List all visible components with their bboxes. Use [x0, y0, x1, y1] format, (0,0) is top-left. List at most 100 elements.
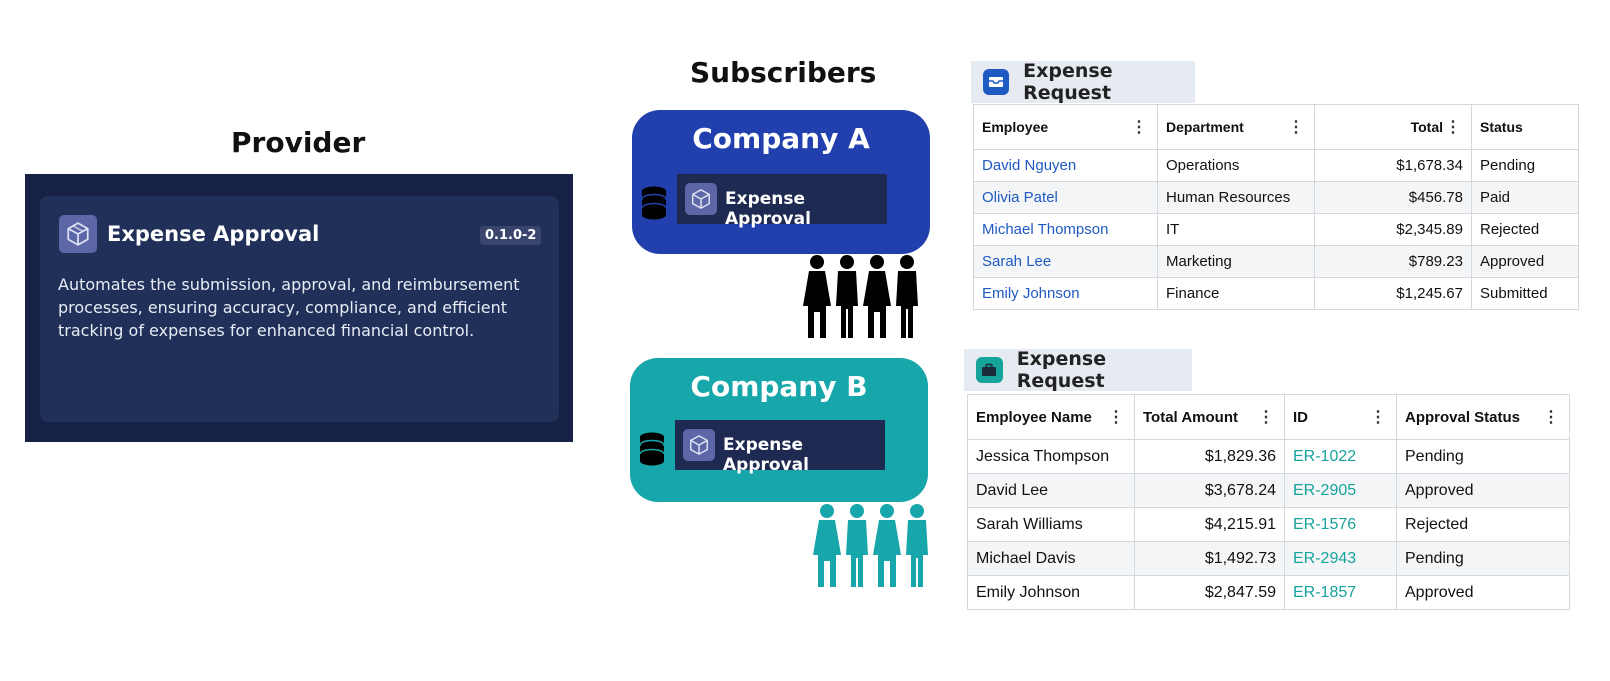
table-cell: $1,492.73: [1134, 541, 1285, 576]
table-row: Sarah Williams $4,215.91 ER-1576 Rejecte…: [967, 507, 1570, 542]
app-chip-label: Expense Approval: [723, 435, 809, 475]
table-row: Michael Thompson IT $2,345.89 Rejected: [973, 213, 1579, 246]
column-header-id[interactable]: ID ⋮: [1284, 394, 1397, 440]
briefcase-icon: [976, 357, 1003, 383]
table-cell: Rejected: [1396, 507, 1570, 542]
id-link[interactable]: ER-2943: [1284, 541, 1397, 576]
column-label: Approval Status: [1405, 408, 1521, 426]
expense-table-a: Employee⋮ Department⋮ Total⋮ Status Davi…: [973, 104, 1579, 310]
app-title: Expense Approval: [107, 222, 320, 246]
table-cell: Pending: [1396, 439, 1570, 474]
company-a-card: Company A Expense Approval: [632, 110, 930, 254]
app-description: Automates the submission, approval, and …: [58, 275, 520, 340]
cube-icon: [685, 183, 717, 215]
employee-link[interactable]: Emily Johnson: [973, 277, 1158, 310]
table-a-header: Expense Request: [971, 60, 1195, 104]
table-cell: Approved: [1471, 245, 1579, 278]
column-label: ID: [1293, 408, 1308, 426]
table-cell: $456.78: [1314, 181, 1472, 214]
table-cell: Michael Davis: [967, 541, 1135, 576]
table-title: Expense Request: [1023, 60, 1113, 104]
column-menu-icon[interactable]: ⋮: [1131, 119, 1147, 136]
table-cell: Approved: [1396, 473, 1570, 508]
expense-table-b: Employee Name ⋮ Total Amount ⋮ ID ⋮ Approva…: [967, 394, 1570, 610]
table-b-header: Expense Request: [964, 348, 1192, 392]
id-link[interactable]: ER-1022: [1284, 439, 1397, 474]
subscribers-heading: Subscribers: [690, 56, 877, 89]
company-name: Company A: [692, 122, 870, 155]
provider-heading: Provider: [231, 126, 366, 159]
inbox-icon: [983, 69, 1010, 95]
table-cell: Paid: [1471, 181, 1579, 214]
table-cell: Human Resources: [1157, 181, 1315, 214]
database-icon: [639, 432, 665, 470]
employee-link[interactable]: David Nguyen: [973, 149, 1158, 182]
table-cell: $1,678.34: [1314, 149, 1472, 182]
column-header-total-amount[interactable]: Total Amount ⋮: [1134, 394, 1285, 440]
id-link[interactable]: ER-2905: [1284, 473, 1397, 508]
id-link[interactable]: ER-1857: [1284, 575, 1397, 610]
column-header-status[interactable]: Status: [1471, 104, 1579, 150]
people-group-icon: [813, 504, 928, 587]
employee-link[interactable]: Olivia Patel: [973, 181, 1158, 214]
table-row: Jessica Thompson $1,829.36 ER-1022 Pendi…: [967, 439, 1570, 474]
table-row: Michael Davis $1,492.73 ER-2943 Pending: [967, 541, 1570, 576]
table-row: Olivia Patel Human Resources $456.78 Pai…: [973, 181, 1579, 214]
table-cell: Jessica Thompson: [967, 439, 1135, 474]
column-label: Employee Name: [976, 408, 1092, 426]
app-chip-label: Expense Approval: [725, 189, 811, 229]
table-row: David Nguyen Operations $1,678.34 Pendin…: [973, 149, 1579, 182]
id-link[interactable]: ER-1576: [1284, 507, 1397, 542]
table-cell: $1,245.67: [1314, 277, 1472, 310]
column-header-employee-name[interactable]: Employee Name ⋮: [967, 394, 1135, 440]
table-cell: Finance: [1157, 277, 1315, 310]
table-cell: $4,215.91: [1134, 507, 1285, 542]
table-row: Emily Johnson Finance $1,245.67 Submitte…: [973, 277, 1579, 310]
table-cell: $1,829.36: [1134, 439, 1285, 474]
table-cell: $789.23: [1314, 245, 1472, 278]
column-menu-icon[interactable]: ⋮: [1445, 119, 1461, 136]
table-cell: Pending: [1396, 541, 1570, 576]
table-cell: $2,345.89: [1314, 213, 1472, 246]
company-name: Company B: [690, 370, 868, 403]
table-cell: IT: [1157, 213, 1315, 246]
column-label: Employee: [982, 119, 1049, 135]
column-menu-icon[interactable]: ⋮: [1258, 409, 1274, 426]
table-cell: Operations: [1157, 149, 1315, 182]
employee-link[interactable]: Sarah Lee: [973, 245, 1158, 278]
app-chip[interactable]: Expense Approval: [677, 174, 887, 229]
table-cell: Marketing: [1157, 245, 1315, 278]
table-cell: Rejected: [1471, 213, 1579, 246]
employee-link[interactable]: Michael Thompson: [973, 213, 1158, 246]
column-menu-icon[interactable]: ⋮: [1543, 409, 1559, 426]
cube-icon: [683, 429, 715, 461]
table-row: Sarah Lee Marketing $789.23 Approved: [973, 245, 1579, 278]
app-chip[interactable]: Expense Approval: [675, 420, 885, 475]
table-cell: Emily Johnson: [967, 575, 1135, 610]
table-cell: Approved: [1396, 575, 1570, 610]
column-header-total[interactable]: Total⋮: [1314, 104, 1472, 150]
app-card[interactable]: Expense Approval 0.1.0-2 Automates the s…: [40, 196, 559, 422]
table-title: Expense Request: [1016, 348, 1107, 392]
column-label: Total Amount: [1143, 408, 1238, 426]
column-menu-icon[interactable]: ⋮: [1288, 119, 1304, 136]
database-icon: [641, 186, 667, 224]
table-row: David Lee $3,678.24 ER-2905 Approved: [967, 473, 1570, 508]
version-badge: 0.1.0-2: [480, 226, 542, 245]
column-header-department[interactable]: Department ⋮: [1157, 104, 1315, 150]
column-header-approval-status[interactable]: Approval Status ⋮: [1396, 394, 1570, 440]
company-b-card: Company B Expense Approval: [630, 358, 928, 502]
table-cell: David Lee: [967, 473, 1135, 508]
column-label: Department: [1166, 119, 1244, 135]
column-label: Total: [1410, 119, 1443, 135]
table-cell: Sarah Williams: [967, 507, 1135, 542]
table-cell: Pending: [1471, 149, 1579, 182]
column-menu-icon[interactable]: ⋮: [1370, 409, 1386, 426]
people-group-icon: [803, 255, 918, 338]
column-menu-icon[interactable]: ⋮: [1108, 409, 1124, 426]
cube-icon: [59, 215, 97, 253]
table-cell: $2,847.59: [1134, 575, 1285, 610]
provider-panel: Expense Approval 0.1.0-2 Automates the s…: [25, 174, 573, 442]
column-header-employee[interactable]: Employee ⋮: [973, 104, 1158, 150]
table-row: Emily Johnson $2,847.59 ER-1857 Approved: [967, 575, 1570, 610]
